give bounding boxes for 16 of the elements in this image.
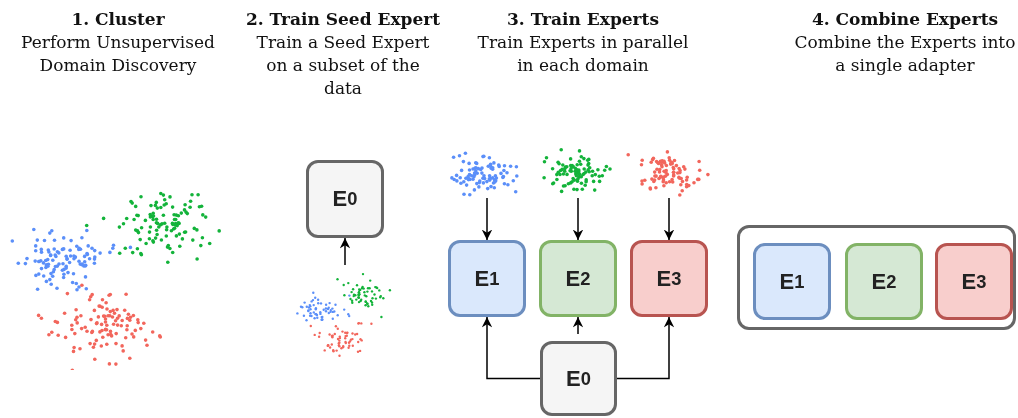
arrow bbox=[616, 316, 675, 380]
step-description: Combine the Experts into a single adapter bbox=[793, 31, 1017, 77]
arrow bbox=[481, 197, 493, 241]
step-heading: 2. Train Seed Expert bbox=[244, 8, 442, 31]
arrow bbox=[572, 197, 584, 241]
arrow bbox=[663, 197, 675, 241]
arrow bbox=[481, 316, 541, 380]
arrow bbox=[572, 316, 584, 335]
step-heading: 1. Cluster bbox=[70, 8, 166, 31]
step-description: Perform Unsupervised Domain Discovery bbox=[20, 31, 216, 77]
step-heading: 4. Combine Experts bbox=[810, 8, 1000, 31]
step-heading: 3. Train Experts bbox=[506, 8, 660, 31]
step-description: Train a Seed Expert on a subset of the data bbox=[255, 31, 431, 100]
arrow bbox=[339, 237, 351, 266]
adapter-box bbox=[737, 225, 1016, 330]
step-description: Train Experts in parallel in each domain bbox=[476, 31, 690, 77]
